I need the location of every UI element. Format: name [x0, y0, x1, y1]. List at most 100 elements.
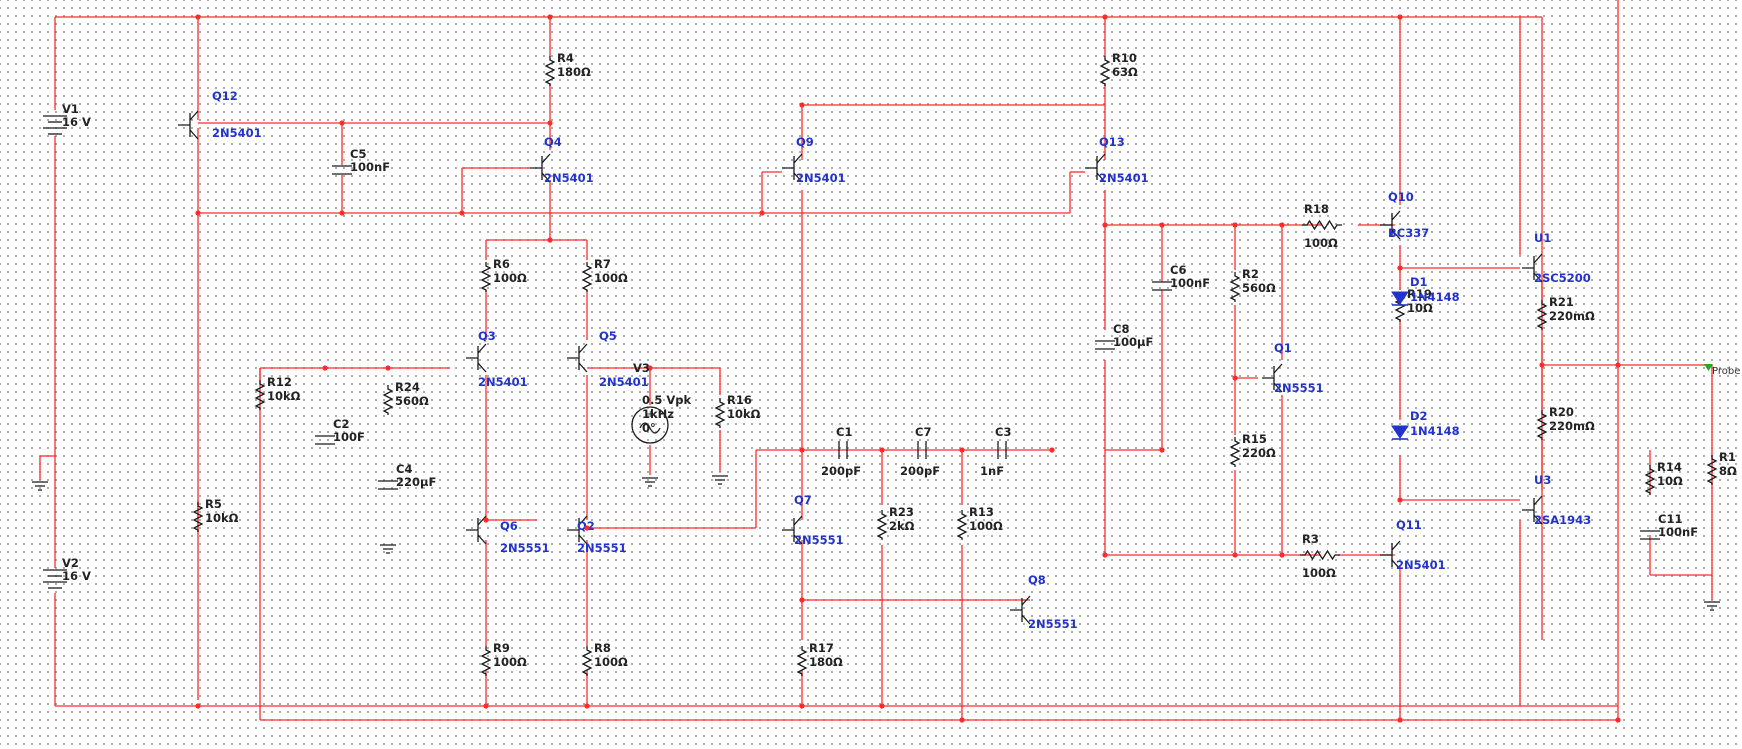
transistor-icon — [1380, 210, 1401, 240]
wires — [39, 0, 1713, 721]
resistor-icon — [1644, 465, 1656, 495]
resistor-value: 10kΩ — [727, 407, 761, 421]
transistor-ref: Q12 — [212, 89, 238, 103]
transistor-icon — [1380, 540, 1401, 570]
resistor-ref: R6 — [493, 257, 510, 271]
transistor-ref: U1 — [1534, 231, 1551, 245]
junction-dot — [759, 210, 765, 216]
junction-dot — [547, 120, 553, 126]
resistor-ref: R17 — [809, 641, 834, 655]
resistor-ref: R18 — [1304, 202, 1329, 216]
resistor-icon — [480, 262, 492, 292]
resistor-icon — [1706, 455, 1718, 485]
resistor-value: 100Ω — [493, 271, 527, 285]
v2-ref: V2 — [62, 556, 79, 570]
junction-dot — [1232, 552, 1238, 558]
transistor-icon — [1522, 495, 1543, 525]
resistor-ref: R5 — [205, 497, 222, 511]
junction-dot — [1049, 447, 1055, 453]
capacitor-icon — [917, 441, 927, 459]
ground-icon — [380, 544, 396, 554]
capacitor-value: 200pF — [821, 464, 861, 478]
capacitor-value: 100nF — [350, 160, 390, 174]
capacitor-value: 100µF — [1113, 335, 1153, 349]
transistor-part: 2N5551 — [1274, 381, 1324, 395]
ground-icon — [712, 475, 728, 485]
capacitor-ref: C11 — [1658, 512, 1682, 526]
transistor-icon — [782, 153, 803, 183]
diode-ref: D2 — [1410, 409, 1428, 423]
probe[interactable]: Probe — [1704, 364, 1740, 377]
probe-icon — [1704, 364, 1713, 371]
resistor-icon — [1536, 410, 1548, 440]
junction-dot — [1397, 14, 1403, 20]
junction-dot — [799, 597, 805, 603]
capacitor-icon — [997, 441, 1007, 459]
capacitor-icon — [1095, 340, 1115, 350]
source-v2[interactable]: V2 16 V — [62, 556, 91, 583]
resistor-ref: R13 — [969, 505, 994, 519]
resistor-icon — [956, 510, 968, 540]
resistor-icon — [382, 385, 394, 415]
resistor-value: 100Ω — [493, 655, 527, 669]
capacitor-value: 220µF — [396, 475, 436, 489]
transistor-icon — [782, 515, 803, 545]
ground-icon — [32, 481, 48, 491]
transistor-ref: Q9 — [796, 135, 814, 149]
diode-ref: D1 — [1410, 275, 1428, 289]
ground-icon — [642, 477, 658, 487]
ground-stroke — [712, 475, 728, 485]
resistor-icon — [1302, 219, 1342, 231]
diode-icon — [1391, 425, 1409, 439]
ac-plus: + — [646, 409, 654, 420]
capacitor-value: 100F — [333, 430, 365, 444]
junction-dot — [339, 120, 345, 126]
capacitor-ref: C5 — [350, 147, 366, 161]
resistor-value: 220mΩ — [1549, 309, 1595, 323]
transistor-q13: Q13 2N5401 — [1085, 135, 1149, 185]
transistor-part: 2N5401 — [1099, 171, 1149, 185]
resistor-value: 100Ω — [594, 271, 628, 285]
resistor-icon — [581, 646, 593, 676]
resistor-ref: R10 — [1112, 51, 1137, 65]
source-v1[interactable]: V1 16 V — [62, 102, 91, 129]
ground-icon — [1704, 601, 1720, 611]
resistor-icon — [1300, 549, 1340, 561]
junction-dot — [483, 517, 489, 523]
transistor-ref: Q13 — [1099, 135, 1125, 149]
ground-stroke — [642, 477, 658, 487]
resistor-ref: R2 — [1242, 267, 1259, 281]
transistor-part: 2N5551 — [1028, 617, 1078, 631]
resistor-ref: R20 — [1549, 405, 1574, 419]
junction-dot — [547, 237, 553, 243]
junction-dot — [959, 447, 965, 453]
transistor-icon — [466, 343, 487, 373]
junction-dot — [1232, 222, 1238, 228]
resistor-ref: R8 — [594, 641, 611, 655]
junction-dot — [959, 717, 965, 723]
junction-dot — [1159, 447, 1165, 453]
source-v3[interactable]: V3 0.5 Vpk 1kHz 0° — [633, 361, 692, 435]
capacitor-value: 100nF — [1170, 276, 1210, 290]
diode-part: 1N4148 — [1410, 424, 1460, 438]
resistor-value: 8Ω — [1719, 464, 1737, 478]
